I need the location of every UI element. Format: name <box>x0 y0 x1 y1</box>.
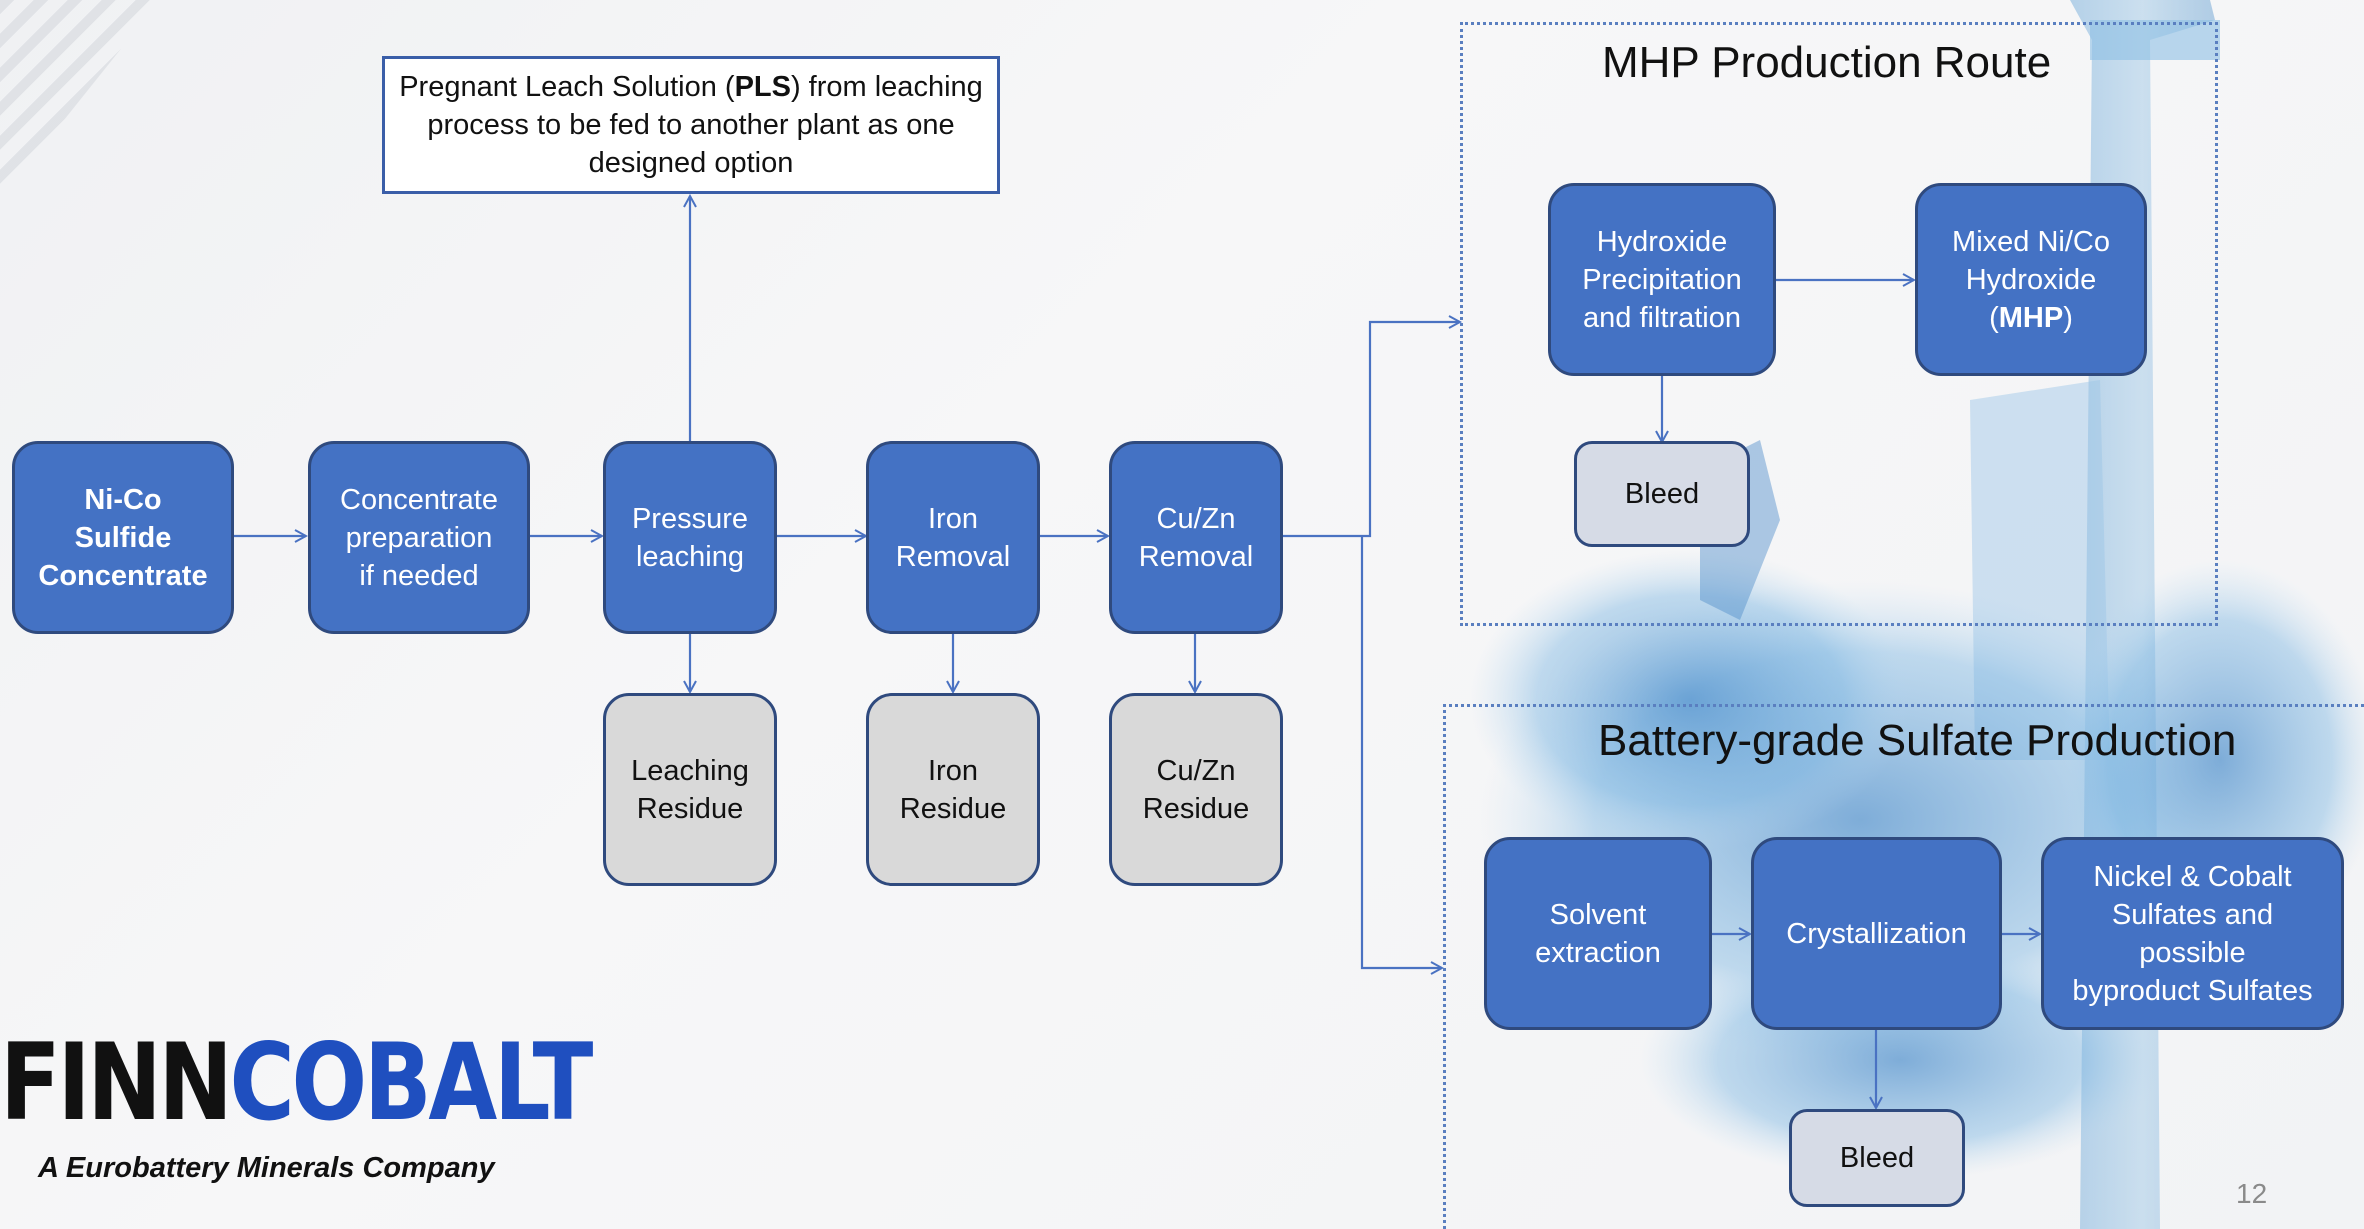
arrow-cuzn-to-mhp-route <box>1282 322 1460 538</box>
pls-note-text: Pregnant Leach Solution (PLS) from leach… <box>399 71 983 179</box>
sulfate-bleed-node: Bleed <box>1789 1109 1965 1207</box>
leaching-residue-node: Leaching Residue <box>603 693 777 886</box>
mhp-route-title: MHP Production Route <box>1602 38 2052 87</box>
sulfate-products-node: Nickel & Cobalt Sulfates and possible by… <box>2041 837 2344 1030</box>
iron-residue-node: Iron Residue <box>866 693 1040 886</box>
concentrate-node: Ni-Co Sulfide Concentrate <box>12 441 234 634</box>
page-number: 12 <box>2236 1178 2268 1209</box>
pressure-leaching-node: Pressure leaching <box>603 441 777 634</box>
mhp-product-label: Mixed Ni/Co Hydroxide (MHP) <box>1952 225 2110 334</box>
logo-tagline: A Eurobattery Minerals Company <box>38 1152 495 1184</box>
cuzn-residue-node: Cu/Zn Residue <box>1109 693 1283 886</box>
sulfate-route-title: Battery-grade Sulfate Production <box>1598 716 2237 765</box>
sulfate-route-frame <box>1443 704 2364 1229</box>
crystallization-node: Crystallization <box>1751 837 2002 1030</box>
preparation-node: Concentrate preparation if needed <box>308 441 530 634</box>
mhp-product-node: Mixed Ni/Co Hydroxide (MHP) <box>1915 183 2147 376</box>
hydroxide-precipitation-node: Hydroxide Precipitation and filtration <box>1548 183 1776 376</box>
finncobalt-logo: FINNCOBALT <box>0 1021 593 1144</box>
pls-acronym: PLS <box>734 71 791 103</box>
mhp-route-frame <box>1460 22 2218 626</box>
mhp-bleed-node: Bleed <box>1574 441 1750 547</box>
solvent-extraction-node: Solvent extraction <box>1484 837 1712 1030</box>
pls-note-box: Pregnant Leach Solution (PLS) from leach… <box>382 56 1000 194</box>
arrow-cuzn-to-sulfate-route <box>1360 536 1442 968</box>
cuzn-removal-node: Cu/Zn Removal <box>1109 441 1283 634</box>
iron-removal-node: Iron Removal <box>866 441 1040 634</box>
